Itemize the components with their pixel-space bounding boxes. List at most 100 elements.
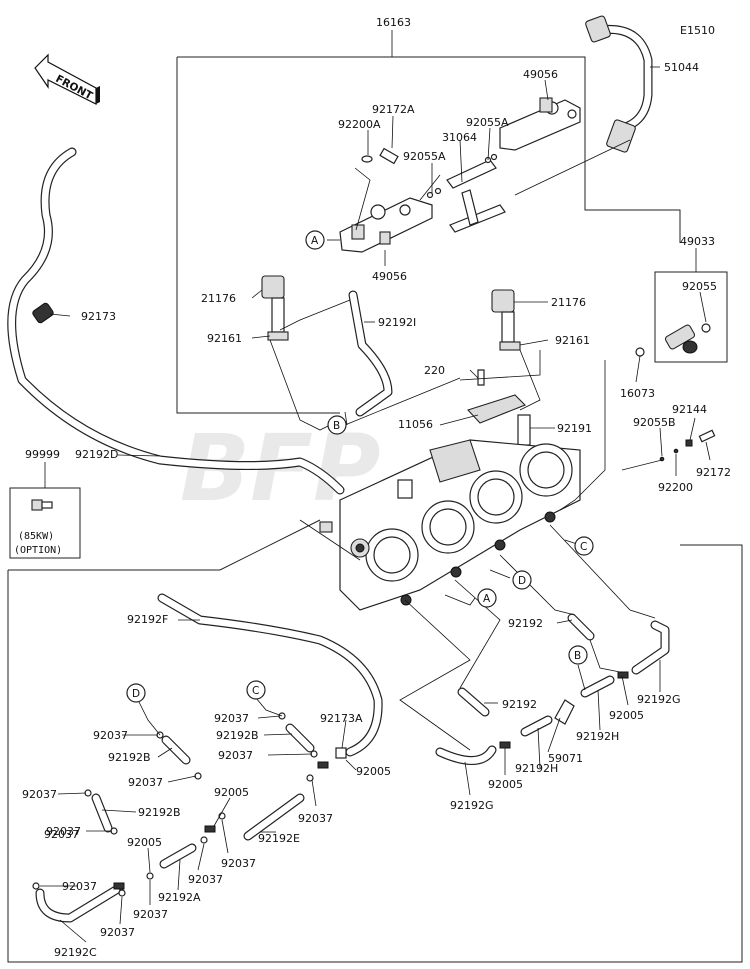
injector-left (261, 275, 289, 341)
label-92192F: 92192F (127, 613, 168, 626)
svg-text:D: D (132, 688, 140, 700)
label-92037-j: 92037 (188, 873, 223, 886)
diagram-code: E1510 (680, 24, 715, 37)
label-59071: 59071 (548, 752, 583, 765)
label-92192B-c: 92192B (216, 729, 259, 742)
label-92192D: 92192D (75, 448, 118, 461)
svg-text:C: C (252, 685, 259, 697)
note-option: (OPTION) (14, 545, 62, 556)
label-92037-e: 92037 (214, 712, 249, 725)
injector-right (491, 289, 521, 351)
label-92005-a: 92005 (356, 765, 391, 778)
label-92192C: 92192C (54, 946, 97, 959)
t-fittings (113, 671, 629, 890)
screw-220 (477, 369, 485, 386)
label-92005-d: 92005 (488, 778, 523, 791)
label-92192I: 92192I (378, 316, 416, 329)
callout-C-lower: C (246, 680, 266, 700)
label-92200: 92200 (658, 481, 693, 494)
svg-text:A: A (311, 235, 319, 247)
o-ring-16073 (635, 347, 645, 357)
part-labels: 16163 51044 49056 92172A 92200A 92055A 3… (14, 16, 731, 959)
frame-lower (7, 544, 743, 963)
svg-text:B: B (333, 420, 340, 432)
label-92005-b: 92005 (214, 786, 249, 799)
svg-text:D: D (518, 575, 526, 587)
front-arrow-icon: FRONT (34, 53, 100, 105)
fitting-49033 (664, 323, 711, 354)
label-92192G-2: 92192G (637, 693, 681, 706)
label-92037-d: 92037 (46, 825, 81, 838)
label-92055A-1: 92055A (466, 116, 509, 129)
clip-92173 (32, 302, 54, 324)
label-92037-i: 92037 (44, 828, 79, 841)
label-21176-right: 21176 (551, 296, 586, 309)
pipe-92191 (517, 414, 531, 446)
label-92192H-2: 92192H (576, 730, 619, 743)
label-92191: 92191 (557, 422, 592, 435)
note-85kw: (85KW) (18, 531, 54, 542)
label-92005-c: 92005 (127, 836, 162, 849)
callout-B-lower: B (568, 645, 588, 665)
label-92172: 92172 (696, 466, 731, 479)
joint-59071 (554, 699, 575, 725)
label-92161-left: 92161 (207, 332, 242, 345)
hose-92192F (157, 593, 383, 757)
callout-A-mid: A (477, 588, 497, 608)
label-92200A: 92200A (338, 118, 381, 131)
leader-lines (40, 30, 711, 943)
label-92037-g: 92037 (298, 812, 333, 825)
callout-C-right: C (574, 536, 594, 556)
label-92037-h: 92037 (221, 857, 256, 870)
label-92037-m: 92037 (100, 926, 135, 939)
fuel-hose-51044 (585, 15, 653, 153)
label-220: 220 (424, 364, 445, 377)
callout-B-upper: B (327, 415, 347, 435)
svg-text:A: A (483, 593, 491, 605)
option-part-99999 (31, 499, 53, 511)
label-92173: 92173 (81, 310, 116, 323)
label-92037-f: 92037 (218, 749, 253, 762)
fuel-rail-assembly (339, 97, 581, 253)
callout-A-upper: A (305, 230, 325, 250)
washer-92144 (685, 439, 693, 447)
label-92192A: 92192A (158, 891, 201, 904)
kit-box-49033 (654, 271, 728, 363)
label-92172A: 92172A (372, 103, 415, 116)
label-21176-left: 21176 (201, 292, 236, 305)
label-92192E: 92192E (258, 832, 300, 845)
label-11056: 11056 (398, 418, 433, 431)
svg-text:B: B (574, 650, 581, 662)
label-16073: 16073 (620, 387, 655, 400)
label-92055A-2: 92055A (403, 150, 446, 163)
label-31064: 31064 (442, 131, 477, 144)
label-92192B-a: 92192B (108, 751, 151, 764)
frame-upper (177, 56, 681, 243)
label-92173A: 92173A (320, 712, 363, 725)
label-16163: 16163 (376, 16, 411, 29)
washer-92200 (673, 448, 679, 454)
label-49056-bot: 49056 (372, 270, 407, 283)
frame-upper-left (176, 57, 340, 414)
label-51044: 51044 (664, 61, 699, 74)
label-49056-top: 49056 (523, 68, 558, 81)
label-92037-a: 92037 (93, 729, 128, 742)
label-92144: 92144 (672, 403, 707, 416)
label-92005-e: 92005 (609, 709, 644, 722)
label-49033: 49033 (680, 235, 715, 248)
label-92161-right: 92161 (555, 334, 590, 347)
label-92192-upper: 92192 (508, 617, 543, 630)
throttle-body-assembly (319, 439, 581, 611)
callout-D-mid: D (512, 570, 532, 590)
label-92037-k: 92037 (62, 880, 97, 893)
label-92037-b: 92037 (128, 776, 163, 789)
svg-text:C: C (580, 541, 587, 553)
label-92192H-1: 92192H (515, 762, 558, 775)
label-92192-lower: 92192 (502, 698, 537, 711)
callout-D-lower: D (126, 683, 146, 703)
label-92055B: 92055B (633, 416, 676, 429)
label-92055: 92055 (682, 280, 717, 293)
bolt-92172 (698, 429, 716, 443)
clamps-92037 (32, 712, 318, 897)
